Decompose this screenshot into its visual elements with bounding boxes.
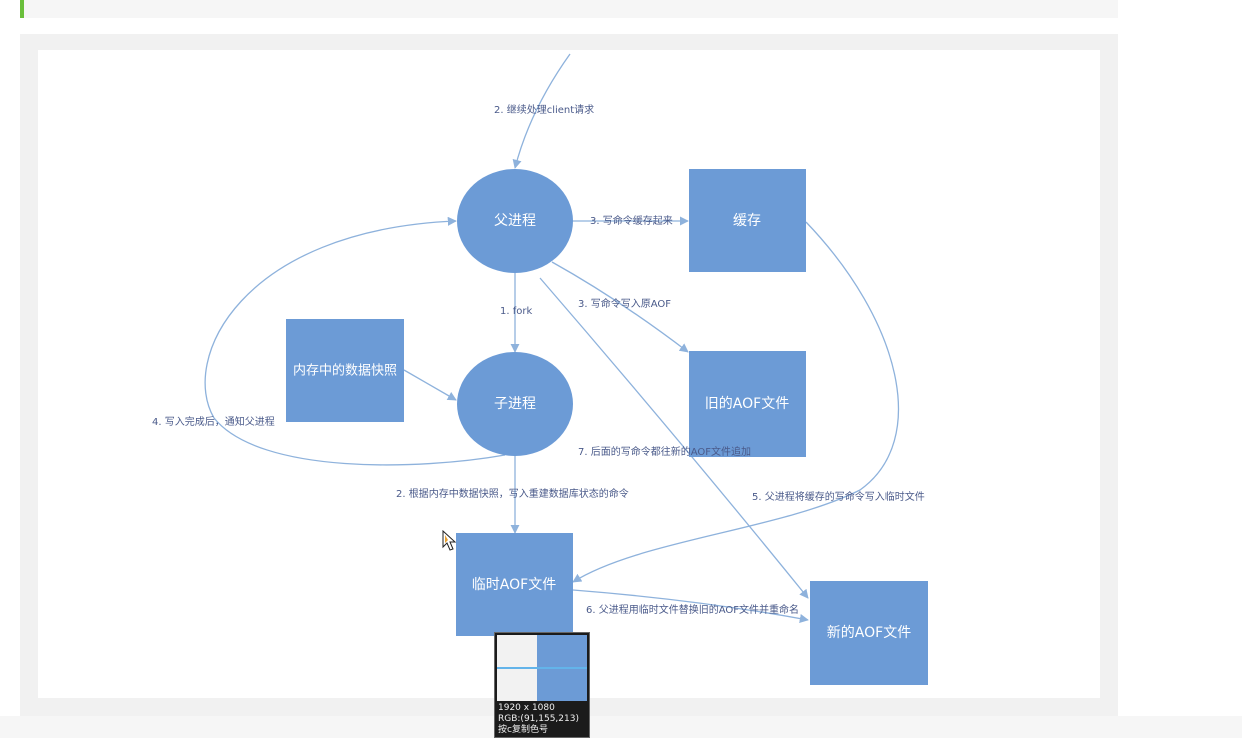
picker-copy-hint: 按c复制色号 [498,725,548,735]
picker-screen-size: 1920 x 1080 [498,703,555,713]
node-memory-snapshot [286,319,404,422]
label-rebuild: 2. 根据内存中数据快照，写入重建数据库状态的命令 [396,487,629,500]
node-old-aof [689,351,806,457]
label-notify-parent: 4. 写入完成后，通知父进程 [152,415,275,428]
section-accent-line [20,0,24,18]
node-parent-process [457,169,573,273]
picker-zoom-preview [497,635,587,701]
picker-crosshair [497,667,587,669]
temp-aof-label: 临时AOF文件 [472,577,556,593]
child-process-label: 子进程 [494,396,536,412]
new-aof-label: 新的AOF文件 [827,625,911,641]
label-fork: 1. fork [500,306,532,317]
bottom-bar [0,716,1242,738]
label-append-new-aof: 7. 后面的写命令都往新的AOF文件追加 [578,445,751,458]
label-to-cache: 3. 写命令缓存起来 [590,214,673,227]
cache-label: 缓存 [733,213,761,229]
picker-rgb-value: RGB:(91,155,213) [498,714,579,724]
edge-snapshot-to-child [403,369,457,401]
edge-append-new-aof [539,277,809,599]
color-picker-tooltip: 1920 x 1080 RGB:(91,155,213) 按c复制色号 [494,632,590,738]
label-cache-to-temp: 5. 父进程将缓存的写命令写入临时文件 [752,490,925,503]
label-replace: 6. 父进程用临时文件替换旧的AOF文件并重命名 [586,603,799,616]
edge-replace [572,589,809,623]
label-to-old-aof: 3. 写命令写入原AOF [578,297,671,310]
mouse-cursor-icon [442,530,457,551]
node-temp-aof [456,533,573,636]
edge-notify-parent [204,216,506,466]
picker-info: 1920 x 1080 RGB:(91,155,213) 按c复制色号 [498,703,579,736]
edge-client-request [512,53,571,169]
node-child-process [457,352,573,456]
top-section-bar [20,0,1118,18]
memory-snapshot-label: 内存中的数据快照 [293,363,397,379]
edge-cache-to-temp [572,221,900,583]
old-aof-label: 旧的AOF文件 [705,396,789,412]
edge-to-old-aof [551,261,689,353]
node-cache [689,169,806,272]
label-client-request: 2. 继续处理client请求 [494,103,594,116]
parent-process-label: 父进程 [494,213,536,229]
node-new-aof [810,581,928,685]
